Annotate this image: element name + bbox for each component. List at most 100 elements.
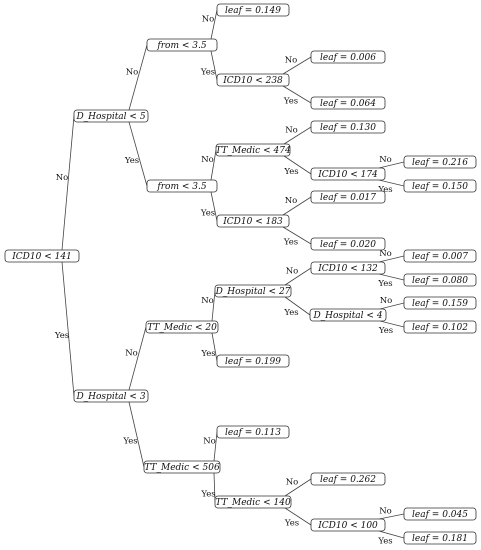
tree-edge: Yes bbox=[377, 179, 405, 195]
edge-label: No bbox=[201, 155, 214, 165]
edge-line bbox=[213, 472, 216, 503]
edge-label: No bbox=[286, 478, 299, 488]
edge-label: No bbox=[285, 56, 298, 66]
node-box bbox=[310, 518, 386, 532]
edge-label: No bbox=[379, 507, 392, 517]
edge-line bbox=[379, 302, 405, 310]
edge-label: Yes bbox=[284, 519, 299, 529]
tree-edge: No bbox=[284, 267, 312, 286]
leaf-node: leaf = 0.216 bbox=[403, 155, 477, 169]
node-box bbox=[216, 73, 290, 87]
edge-line bbox=[378, 179, 405, 187]
edges-layer: NoYesNoYesNoYesNoYesNoYesNoYesNoYesNoYes… bbox=[54, 9, 405, 547]
edge-label: No bbox=[285, 196, 298, 206]
tree-edge: No bbox=[379, 296, 405, 310]
edge-line bbox=[61, 115, 75, 251]
node-box bbox=[403, 320, 477, 334]
edge-line bbox=[210, 50, 218, 81]
node-label: leaf = 0.020 bbox=[320, 240, 376, 250]
tree-edge: No bbox=[56, 115, 75, 251]
node-box bbox=[403, 179, 477, 193]
node-box bbox=[4, 249, 80, 263]
edge-line bbox=[379, 320, 405, 328]
split-node: ICD10 < 100 bbox=[310, 518, 386, 532]
edge-line bbox=[128, 326, 147, 391]
tree-edge: No bbox=[282, 56, 312, 75]
node-label: D_Hospital < 27 bbox=[215, 287, 291, 297]
node-label: leaf = 0.064 bbox=[320, 99, 376, 109]
edge-line bbox=[213, 431, 218, 462]
split-node: ICD10 < 174 bbox=[310, 167, 386, 181]
leaf-node: leaf = 0.045 bbox=[403, 507, 477, 521]
edge-label: Yes bbox=[54, 331, 69, 341]
node-label: TT_Medic < 474 bbox=[215, 146, 291, 156]
edge-label: No bbox=[126, 68, 139, 78]
node-box bbox=[73, 389, 149, 403]
leaf-node: leaf = 0.017 bbox=[310, 190, 386, 204]
tree-edge: Yes bbox=[124, 121, 148, 187]
split-node: ICD10 < 238 bbox=[216, 73, 290, 87]
nodes-layer: ICD10 < 141 D_Hospital < 5 from < 3.5 leaf … bbox=[4, 3, 477, 545]
node-label: TT_Medic < 506 bbox=[144, 463, 220, 473]
edge-line bbox=[284, 267, 312, 286]
tree-edge: No bbox=[125, 326, 147, 391]
node-label: leaf = 0.113 bbox=[225, 428, 281, 438]
node-box bbox=[214, 495, 292, 509]
edge-label: Yes bbox=[200, 349, 215, 359]
edge-label: Yes bbox=[122, 437, 137, 447]
node-box bbox=[310, 120, 386, 134]
tree-edge: No bbox=[202, 9, 218, 40]
edge-label: Yes bbox=[378, 326, 393, 336]
node-box bbox=[403, 273, 477, 287]
split-node: from < 3.5 bbox=[146, 179, 218, 193]
node-label: from < 3.5 bbox=[156, 182, 206, 192]
tree-edge: Yes bbox=[282, 226, 312, 248]
node-box bbox=[216, 214, 290, 228]
tree-edge: Yes bbox=[200, 191, 218, 222]
tree-edge: No bbox=[203, 431, 218, 462]
edge-label: No bbox=[380, 296, 393, 306]
edge-label: Yes bbox=[200, 209, 215, 219]
edge-line bbox=[378, 513, 405, 520]
edge-line bbox=[378, 273, 405, 281]
node-label: D_Hospital < 3 bbox=[75, 392, 145, 402]
tree-edge: No bbox=[378, 507, 405, 520]
edge-line bbox=[282, 85, 312, 104]
edge-label: No bbox=[56, 173, 69, 183]
edge-label: No bbox=[379, 155, 392, 165]
split-node: ICD10 < 141 bbox=[4, 249, 80, 263]
node-label: D_Hospital < 5 bbox=[75, 112, 145, 122]
node-label: ICD10 < 141 bbox=[11, 252, 72, 262]
node-label: ICD10 < 238 bbox=[222, 76, 283, 86]
tree-edge: No bbox=[201, 290, 216, 322]
edge-line bbox=[282, 56, 312, 75]
leaf-node: leaf = 0.102 bbox=[403, 320, 477, 334]
edge-line bbox=[283, 155, 312, 175]
node-box bbox=[216, 354, 290, 368]
edge-label: Yes bbox=[200, 490, 215, 500]
node-box bbox=[403, 155, 477, 169]
tree-edge: Yes bbox=[122, 401, 145, 468]
split-node: D_Hospital < 27 bbox=[214, 284, 292, 298]
edge-label: No bbox=[286, 267, 299, 277]
node-label: ICD10 < 183 bbox=[222, 217, 283, 227]
node-box bbox=[214, 284, 292, 298]
node-box bbox=[403, 249, 477, 263]
tree-edge: No bbox=[201, 149, 217, 181]
node-label: leaf = 0.130 bbox=[320, 123, 376, 133]
node-label: D_Hospital < 4 bbox=[312, 311, 382, 321]
node-label: leaf = 0.017 bbox=[320, 193, 376, 203]
node-box bbox=[145, 320, 219, 334]
edge-label: Yes bbox=[283, 167, 298, 177]
node-label: ICD10 < 132 bbox=[317, 264, 378, 274]
edge-label: No bbox=[201, 296, 214, 306]
node-label: leaf = 0.007 bbox=[412, 252, 468, 262]
edge-line bbox=[211, 290, 216, 322]
edge-label: Yes bbox=[283, 308, 298, 318]
split-node: D_Hospital < 4 bbox=[309, 308, 387, 322]
leaf-node: leaf = 0.113 bbox=[216, 425, 290, 439]
node-box bbox=[146, 38, 218, 52]
node-label: from < 3.5 bbox=[156, 41, 206, 51]
